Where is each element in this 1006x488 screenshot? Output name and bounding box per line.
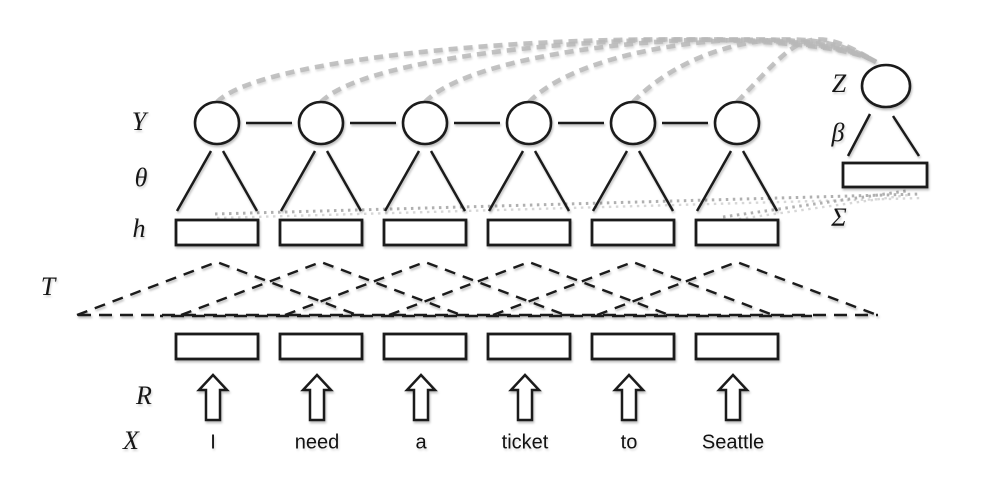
tent-function <box>76 260 358 317</box>
y-node-circle <box>401 100 449 146</box>
sigma-dotted-shadow-2 <box>724 193 909 223</box>
label-sigma: Σ <box>831 203 847 232</box>
word-token: need <box>294 431 340 454</box>
h-box <box>174 218 260 247</box>
beta-box <box>841 161 929 189</box>
y-node-circle <box>609 100 657 146</box>
theta-edge-right <box>429 150 467 212</box>
word-token: a <box>415 431 427 454</box>
label-h-row: h <box>132 214 146 243</box>
label-x-row: X <box>123 426 139 455</box>
r-box <box>382 332 468 361</box>
curve-y3-to-z <box>423 37 878 104</box>
word-token: to <box>620 431 638 454</box>
curve-y1-to-z <box>215 37 878 104</box>
h-box-row <box>174 218 780 247</box>
word-token: ticket <box>501 431 549 454</box>
label-beta: β <box>831 118 845 147</box>
theta-edge-right <box>221 150 259 212</box>
curve-y6-to-z <box>735 37 878 104</box>
y-label-chain <box>175 100 779 212</box>
tent-function <box>388 260 670 317</box>
theta-edge-left <box>175 150 213 212</box>
theta-edge-left <box>487 150 525 212</box>
theta-edge-right <box>741 150 779 212</box>
h-box <box>382 218 468 247</box>
r-box <box>174 332 260 361</box>
sigma-dotted-line-2 <box>722 189 907 219</box>
label-theta-row: θ <box>134 163 148 192</box>
label-y-row: Y <box>131 107 147 136</box>
up-arrow <box>196 373 230 422</box>
r-box <box>486 332 572 361</box>
r-box <box>278 332 364 361</box>
r-box <box>590 332 676 361</box>
z-partition-group <box>841 63 929 189</box>
tent-function <box>596 260 878 317</box>
up-arrow <box>508 373 542 422</box>
input-arrows <box>196 373 750 422</box>
h-box <box>278 218 364 247</box>
up-arrow <box>612 373 646 422</box>
tent-functions <box>76 260 878 318</box>
theta-edge-left <box>279 150 317 212</box>
up-arrow <box>300 373 334 422</box>
tent-function <box>180 260 462 317</box>
theta-edge-right <box>325 150 363 212</box>
up-arrow <box>404 373 438 422</box>
r-box <box>694 332 780 361</box>
up-arrow <box>716 373 750 422</box>
theta-edge-right <box>533 150 571 212</box>
h-box <box>590 218 676 247</box>
beta-edge-left <box>846 113 872 157</box>
word-token: Seattle <box>701 431 765 454</box>
feature-box-row <box>174 332 780 361</box>
beta-edge-right <box>891 115 921 157</box>
h-box <box>486 218 572 247</box>
tent-function <box>284 260 566 317</box>
label-z-node: Z <box>831 69 847 98</box>
y-node-circle <box>193 100 241 146</box>
tent-function <box>492 260 774 317</box>
label-t-row: T <box>40 272 56 301</box>
z-node-circle <box>860 63 912 109</box>
y-node-circle <box>297 100 345 146</box>
theta-edge-left <box>383 150 421 212</box>
label-r-row: R <box>136 381 152 410</box>
sigma-dotted-links <box>214 189 923 223</box>
theta-edge-right <box>637 150 675 212</box>
top-dashed-curves <box>215 37 878 104</box>
curve-y4-to-z <box>527 37 878 104</box>
h-box <box>694 218 780 247</box>
y-node-circle <box>505 100 553 146</box>
theta-edge-left <box>695 150 733 212</box>
y-node-circle <box>713 100 761 146</box>
theta-edge-left <box>591 150 629 212</box>
word-token: I <box>210 431 216 454</box>
